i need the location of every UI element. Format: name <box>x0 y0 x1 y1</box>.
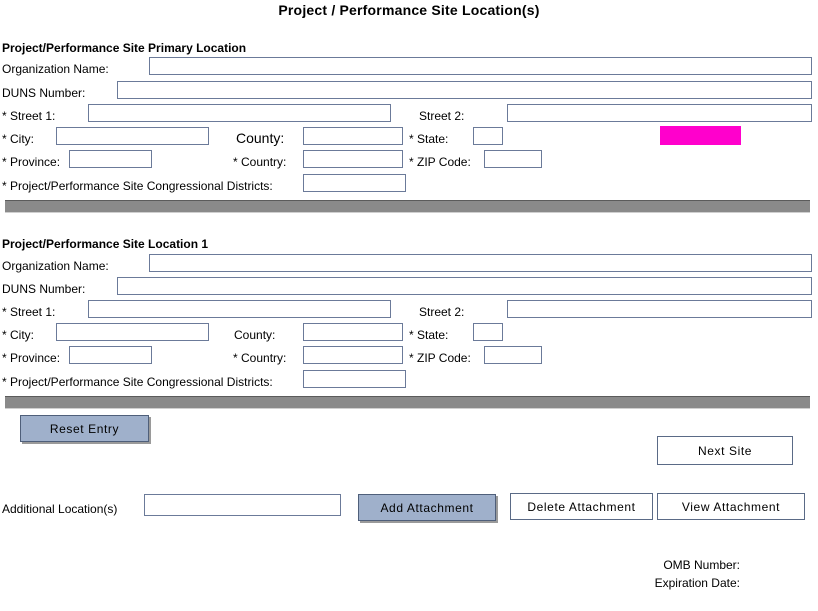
input-organization-name-primary[interactable] <box>149 57 812 75</box>
input-street2-primary[interactable] <box>507 104 812 122</box>
next-site-button[interactable]: Next Site <box>657 436 793 465</box>
section-heading-location-1: Project/Performance Site Location 1 <box>2 237 209 251</box>
view-attachment-button[interactable]: View Attachment <box>657 493 805 520</box>
label-county-primary: County: <box>236 130 285 146</box>
input-districts-location-1[interactable] <box>303 370 406 388</box>
input-city-location-1[interactable] <box>56 323 209 341</box>
reset-entry-button[interactable]: Reset Entry <box>20 415 149 442</box>
input-zip-location-1[interactable] <box>484 346 542 364</box>
highlight-box <box>660 126 741 145</box>
label-country-primary: * Country: <box>233 155 287 169</box>
label-city-primary: * City: <box>2 132 35 146</box>
label-districts-primary: * Project/Performance Site Congressional… <box>2 179 273 193</box>
input-street2-location-1[interactable] <box>507 300 812 318</box>
expiration-date-label: Expiration Date: <box>654 576 740 590</box>
label-zip-location-1: * ZIP Code: <box>409 351 471 365</box>
input-additional-locations[interactable] <box>144 494 341 516</box>
label-zip-primary: * ZIP Code: <box>409 155 471 169</box>
label-duns-primary: DUNS Number: <box>2 86 86 100</box>
section-heading-primary: Project/Performance Site Primary Locatio… <box>2 41 247 55</box>
input-province-primary[interactable] <box>69 150 152 168</box>
label-street2-primary: Street 2: <box>419 109 465 123</box>
delete-attachment-button[interactable]: Delete Attachment <box>510 493 653 520</box>
omb-number-label: OMB Number: <box>663 558 740 572</box>
label-city-location-1: * City: <box>2 328 35 342</box>
input-street1-location-1[interactable] <box>88 300 391 318</box>
label-county-location-1: County: <box>234 328 276 342</box>
label-street2-location-1: Street 2: <box>419 305 465 319</box>
input-districts-primary[interactable] <box>303 174 406 192</box>
label-street1-location-1: * Street 1: <box>2 305 56 319</box>
page-title: Project / Performance Site Location(s) <box>278 2 540 18</box>
label-duns-location-1: DUNS Number: <box>2 282 86 296</box>
label-province-location-1: * Province: <box>2 351 61 365</box>
label-street1-primary: * Street 1: <box>2 109 56 123</box>
label-organization-name-primary: Organization Name: <box>2 62 109 76</box>
input-province-location-1[interactable] <box>69 346 152 364</box>
input-duns-primary[interactable] <box>117 81 812 99</box>
input-state-primary[interactable] <box>473 127 503 145</box>
label-additional-locations: Additional Location(s) <box>2 502 118 516</box>
input-city-primary[interactable] <box>56 127 209 145</box>
input-county-location-1[interactable] <box>303 323 403 341</box>
input-organization-name-location-1[interactable] <box>149 254 812 272</box>
input-state-location-1[interactable] <box>473 323 503 341</box>
label-districts-location-1: * Project/Performance Site Congressional… <box>2 375 273 389</box>
label-organization-name-location-1: Organization Name: <box>2 259 109 273</box>
input-country-location-1[interactable] <box>303 346 403 364</box>
input-county-primary[interactable] <box>303 127 403 145</box>
input-duns-location-1[interactable] <box>117 277 812 295</box>
label-state-primary: * State: <box>409 132 449 146</box>
input-country-primary[interactable] <box>303 150 403 168</box>
label-state-location-1: * State: <box>409 328 449 342</box>
input-street1-primary[interactable] <box>88 104 391 122</box>
input-zip-primary[interactable] <box>484 150 542 168</box>
section-divider-1 <box>5 200 810 213</box>
label-province-primary: * Province: <box>2 155 61 169</box>
add-attachment-button[interactable]: Add Attachment <box>358 494 496 521</box>
label-country-location-1: * Country: <box>233 351 287 365</box>
section-divider-2 <box>5 396 810 409</box>
